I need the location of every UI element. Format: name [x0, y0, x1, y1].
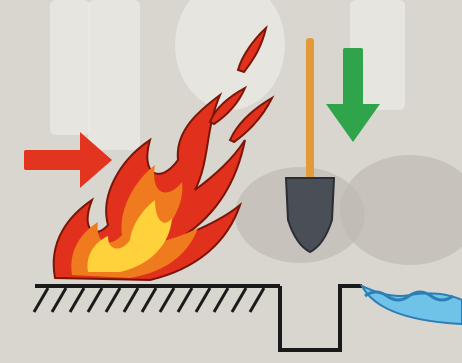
background-tree-trunk — [50, 0, 90, 135]
wind-arrow-shaft — [24, 150, 86, 170]
background-tree-trunk — [88, 0, 140, 150]
dig-arrow-shaft — [343, 48, 363, 108]
shovel-handle — [306, 38, 314, 198]
